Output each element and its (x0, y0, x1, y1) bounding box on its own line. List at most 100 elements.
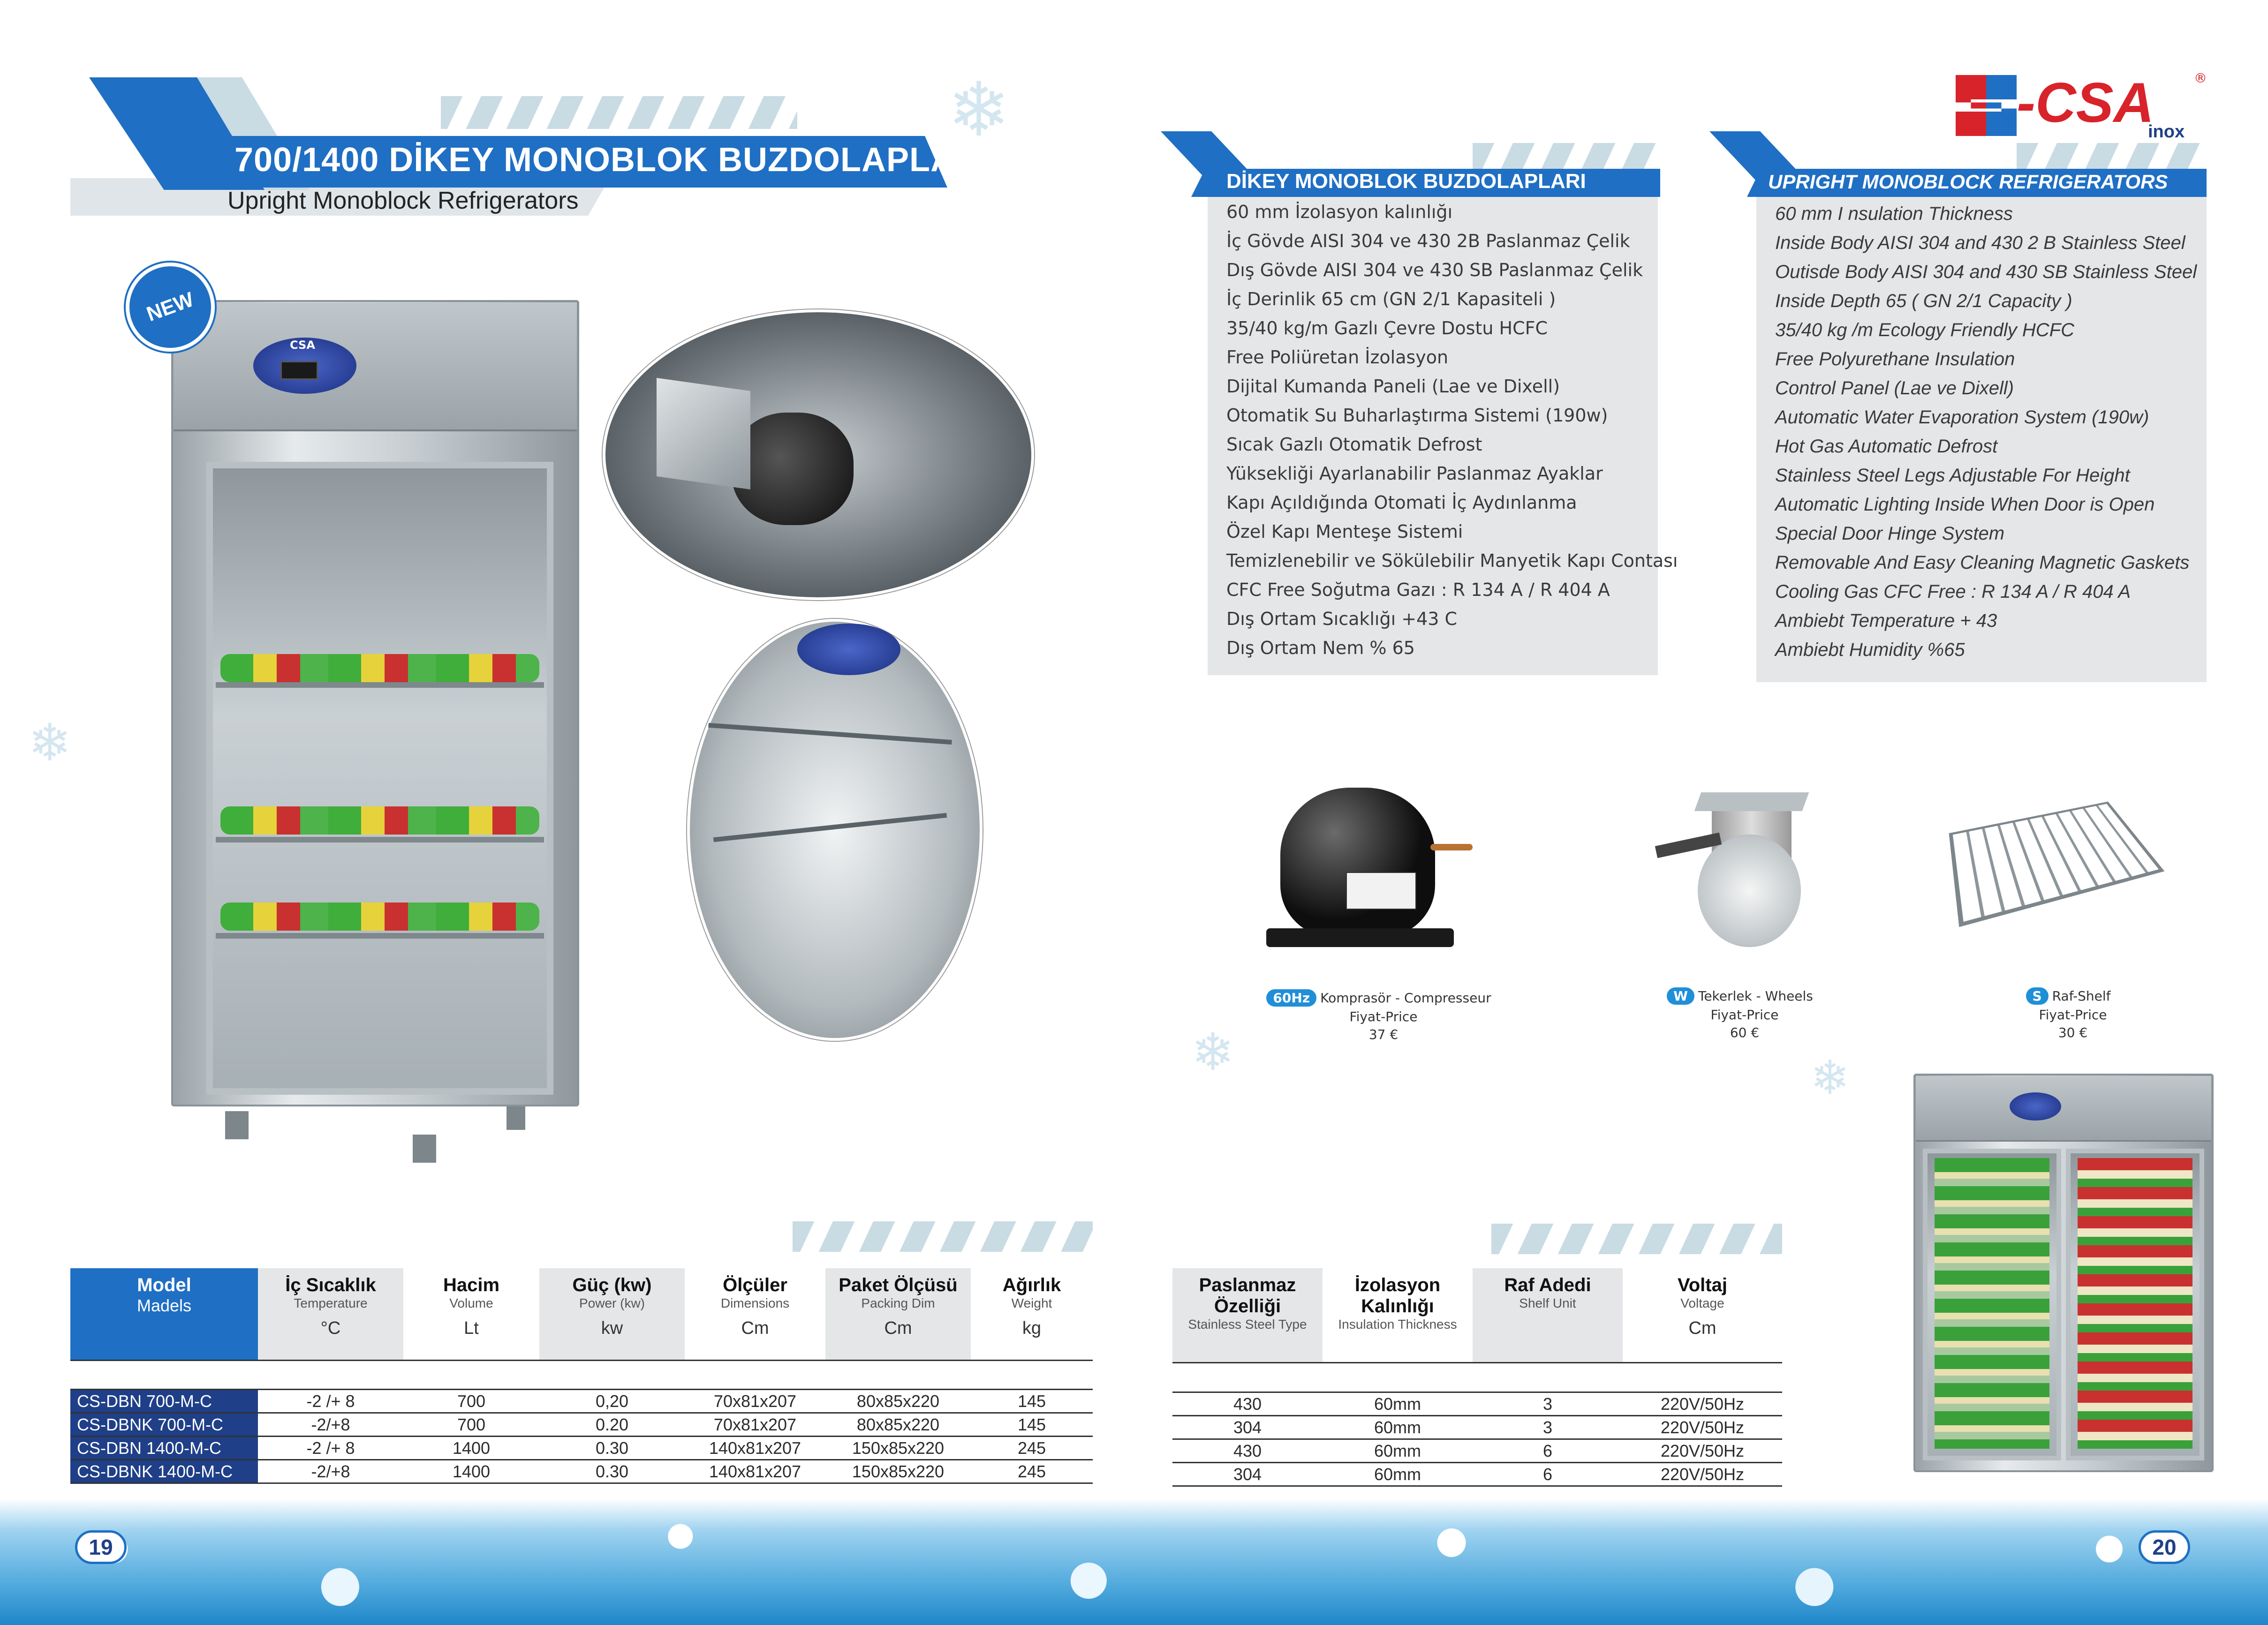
header-weight: Ağırlık Weight kg (971, 1268, 1093, 1360)
csa-logo-sub: inox (2148, 122, 2185, 142)
double-fridge-stock-left (1935, 1158, 2049, 1449)
header-tr: Voltaj (1678, 1275, 1727, 1295)
header-en: Insulation Thickness (1338, 1317, 1457, 1332)
title-banner (197, 136, 947, 188)
spec-tr-title: DİKEY MONOBLOK BUZDOLAPLARI (1226, 170, 1586, 193)
spec-line: CFC Free Soğutma Gazı : R 134 A / R 404 … (1226, 579, 1610, 600)
table-cell: 150x85x220 (825, 1459, 971, 1484)
table-cell: 70x81x207 (685, 1413, 825, 1437)
wheel-tire (1698, 835, 1801, 947)
table-right-stripes (1491, 1224, 1782, 1254)
header-tr: Paslanmaz Özelliği (1199, 1275, 1296, 1317)
header-tr: İzolasyon Kalınlığı (1354, 1275, 1441, 1317)
header-en: Temperature (294, 1296, 368, 1310)
header-en: Packing Dim (861, 1296, 935, 1310)
compressor-body (1280, 788, 1435, 938)
spec-line: Dış Gövde AISI 304 ve 430 SB Paslanmaz Ç… (1226, 260, 1643, 280)
accessory-compressor-price-label: Fiyat-Price (1349, 1009, 1418, 1024)
header-unit: kw (601, 1318, 623, 1338)
spec-line: Special Door Hinge System (1775, 523, 2005, 544)
header-model-tr: Model (137, 1275, 191, 1295)
ice-footer (0, 1498, 2268, 1625)
table-cell: 6 (1473, 1462, 1623, 1487)
fridge-top-panel (174, 302, 577, 431)
table-cell: 145 (971, 1389, 1093, 1414)
table-cell: 1400 (403, 1436, 539, 1460)
header-unit: Cm (1688, 1318, 1716, 1338)
header-tr: İç Sıcaklık (285, 1275, 376, 1295)
table-stripes (793, 1221, 1093, 1252)
header-en: Voltage (1680, 1296, 1724, 1310)
spec-en-title-bar (1747, 169, 2207, 197)
header-power: Güç (kw) Power (kw) kw (539, 1268, 685, 1360)
shelf-grid (1949, 801, 2165, 927)
header-shelf: Raf Adedi Shelf Unit (1473, 1268, 1623, 1362)
table-cell: 245 (971, 1436, 1093, 1460)
header-en: Shelf Unit (1519, 1296, 1576, 1310)
table-cell: 3 (1473, 1392, 1623, 1416)
table-cell: -2 /+ 8 (258, 1389, 403, 1414)
page-title: 700/1400 DİKEY MONOBLOK BUZDOLAPLARI (234, 141, 990, 179)
spec-line: Otomatik Su Buharlaştırma Sistemi (190w) (1226, 405, 1608, 426)
table-cell: 0,20 (539, 1389, 685, 1414)
spec-line: Inside Depth 65 ( GN 2/1 Capacity ) (1775, 291, 2072, 311)
header-unit: kg (1022, 1318, 1042, 1338)
spec-line: Automatic Lighting Inside When Door is O… (1775, 494, 2155, 515)
spec-line: Yüksekliği Ayarlanabilir Paslanmaz Ayakl… (1226, 463, 1603, 484)
header-tr: Raf Adedi (1504, 1275, 1591, 1295)
specs-table-header: Paslanmaz Özelliği Stainless Steel Type … (1172, 1268, 1782, 1362)
fridge-panel-logo: CSA (290, 339, 315, 352)
fridge-panel-display (280, 361, 318, 380)
shelf-food-items (220, 903, 539, 931)
spec-line: Ambiebt Humidity %65 (1775, 639, 1965, 660)
spec-line: Hot Gas Automatic Defrost (1775, 436, 1998, 457)
header-voltage: Voltaj Voltage Cm (1623, 1268, 1782, 1362)
table-cell: 430 (1172, 1392, 1323, 1416)
table-cell: 0.20 (539, 1413, 685, 1437)
table-cell: 80x85x220 (825, 1389, 971, 1414)
table-cell: 304 (1172, 1462, 1323, 1487)
wheel-image (1641, 792, 1820, 952)
header-en: Stainless Steel Type (1188, 1317, 1307, 1332)
spec-line: 60 mm I nsulation Thickness (1775, 203, 2013, 224)
spec-line: Temizlenebilir ve Sökülebilir Manyetik K… (1226, 550, 1678, 571)
header-unit: °C (320, 1318, 341, 1338)
page-number-left-overlay: 19 (75, 1530, 127, 1564)
table-cell: 60mm (1323, 1439, 1473, 1463)
table-cell: 220V/50Hz (1623, 1462, 1782, 1487)
header-tr: Ölçüler (723, 1275, 787, 1295)
header-temperature: İç Sıcaklık Temperature °C (258, 1268, 403, 1360)
spec-line: Inside Body AISI 304 and 430 2 B Stainle… (1775, 233, 2185, 253)
table-cell: -2/+8 (258, 1413, 403, 1437)
table-cell: CS-DBN 1400-M-C (70, 1436, 258, 1460)
header-model-en: Madels (136, 1296, 192, 1315)
spec-line: Control Panel (Lae ve Dixell) (1775, 378, 2014, 399)
wheel-plate (1694, 792, 1809, 811)
fridge-foot (225, 1111, 249, 1139)
accessory-name: Komprasör - Compresseur (1320, 990, 1491, 1006)
spec-line: Cooling Gas CFC Free : R 134 A / R 404 A (1775, 581, 2131, 602)
spec-line: 35/40 kg /m Ecology Friendly HCFC (1775, 320, 2075, 340)
interior-detail-photo (687, 619, 983, 1041)
snowflake-decoration: ❄ (28, 713, 72, 773)
spec-line: Removable And Easy Cleaning Magnetic Gas… (1775, 552, 2190, 573)
spec-line: Stainless Steel Legs Adjustable For Heig… (1775, 465, 2130, 486)
header-model: Model Madels (70, 1268, 258, 1360)
fridge-glass-door (206, 462, 553, 1095)
header-tr: Ağırlık (1002, 1275, 1061, 1295)
fridge-shelf (216, 682, 544, 688)
table-cell: 430 (1172, 1439, 1323, 1463)
header-insulation: İzolasyon Kalınlığı Insulation Thickness (1323, 1268, 1473, 1362)
fridge-shelf (216, 837, 544, 843)
table-cell: 3 (1473, 1415, 1623, 1440)
header-dimensions: Ölçüler Dimensions Cm (685, 1268, 825, 1360)
snowflake-decoration: ❄ (947, 66, 1011, 153)
